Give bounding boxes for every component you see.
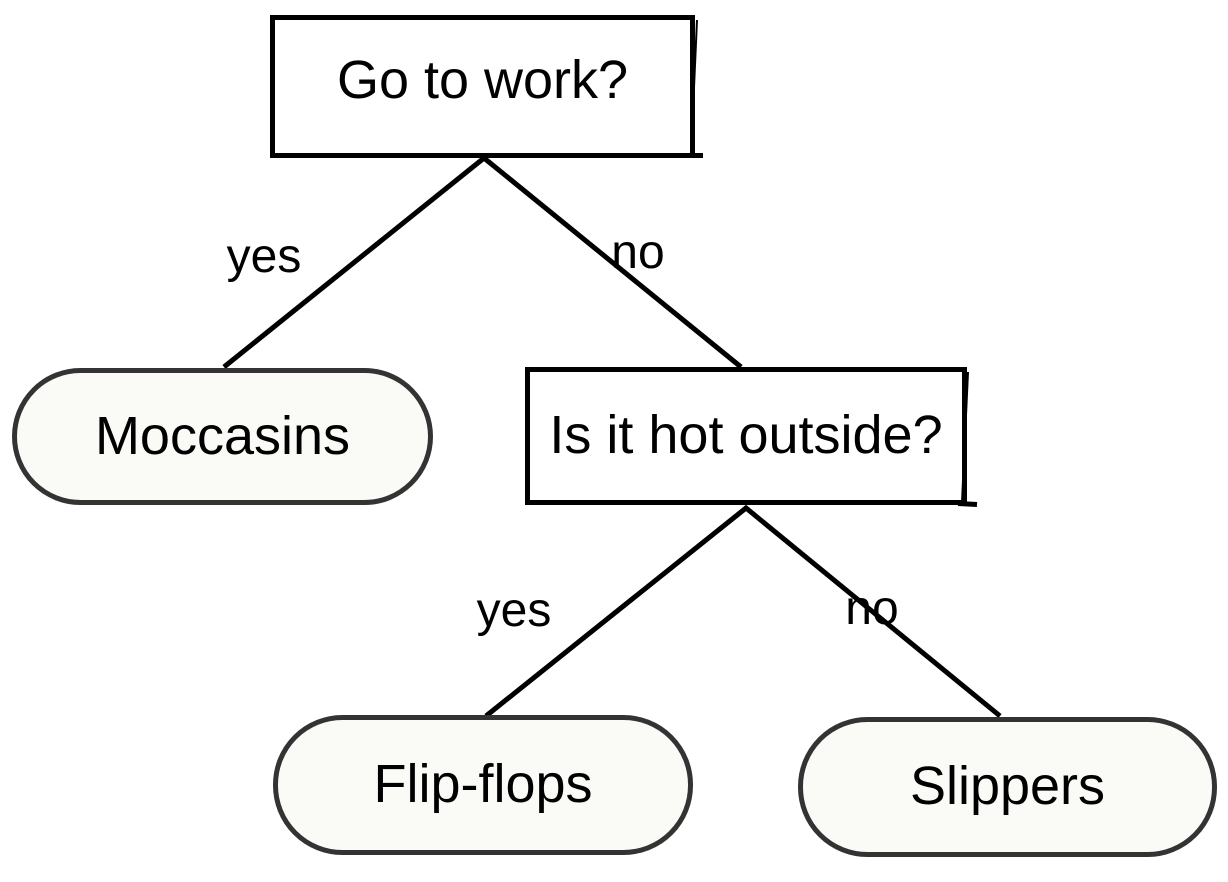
node-go-to-work-box [270,15,695,158]
node-slippers-pill [798,717,1217,857]
edge-hot-outside-branches [484,504,1002,718]
edge-root-branches [222,154,743,369]
node-is-it-hot-outside-box [525,367,967,505]
sketch-stroke [957,501,978,507]
node-moccasins-pill [12,368,433,505]
node-flip-flops-pill [273,715,693,855]
sketch-stroke [690,19,698,156]
sketch-stroke [961,371,969,503]
